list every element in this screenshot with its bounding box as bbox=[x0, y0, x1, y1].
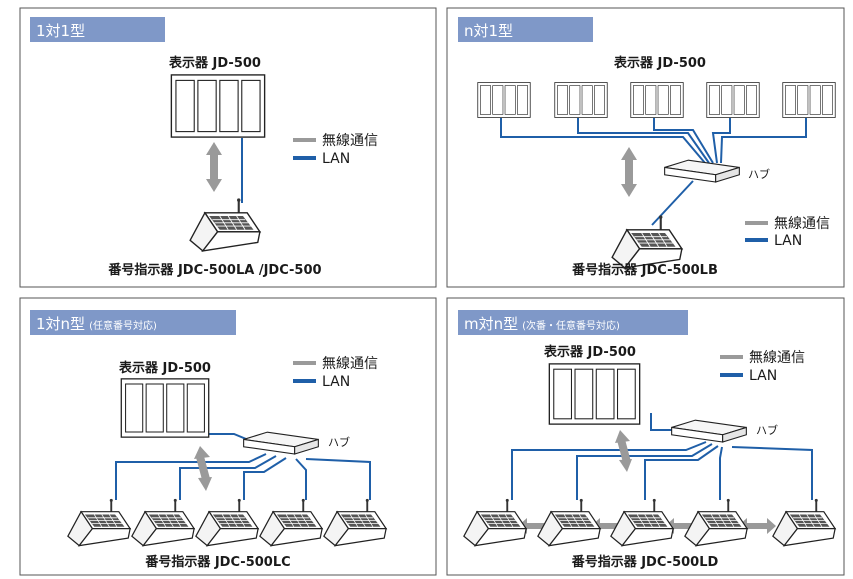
panel-title: 1対n型(任意番号対応) bbox=[36, 315, 157, 333]
display-board bbox=[782, 82, 836, 118]
device-label: 番号指示器 JDC-500LB bbox=[571, 262, 718, 278]
panel-1-to-1: 1対1型 表示器 JD-500 番号指示器 JDC-500LA /JDC-500… bbox=[19, 7, 437, 288]
panel-title-tag bbox=[458, 310, 688, 335]
hub-label: ハブ bbox=[756, 423, 778, 437]
panel-title: n対1型 bbox=[464, 22, 513, 40]
display-board bbox=[120, 378, 210, 438]
panel-m-to-n: m対n型(次番・任意番号対応) 表示器 JD-500 ハブ 番号指示器 JDC bbox=[446, 297, 845, 576]
device-label: 番号指示器 JDC-500LD bbox=[571, 554, 719, 570]
display-board bbox=[170, 74, 266, 138]
legend-wireless-label: 無線通信 bbox=[749, 350, 805, 366]
display-label: 表示器 JD-500 bbox=[118, 360, 211, 376]
display-board bbox=[554, 82, 608, 118]
panel-1-to-n: 1対n型(任意番号対応) 表示器 JD-500 ハブ 番号指示器 JDC-500… bbox=[19, 297, 437, 576]
legend-wireless-label: 無線通信 bbox=[774, 216, 830, 232]
legend-lan-label: LAN bbox=[322, 151, 350, 167]
display-board bbox=[630, 82, 684, 118]
display-label: 表示器 JD-500 bbox=[613, 55, 706, 71]
panel-title: m対n型(次番・任意番号対応) bbox=[464, 315, 620, 333]
legend-lan-label: LAN bbox=[749, 368, 777, 384]
display-board bbox=[477, 82, 531, 118]
device-label: 番号指示器 JDC-500LC bbox=[144, 554, 290, 570]
hub-label: ハブ bbox=[328, 435, 350, 449]
wireless-arrow bbox=[621, 147, 637, 197]
lan-cables bbox=[500, 118, 807, 226]
device-label: 番号指示器 JDC-500LA /JDC-500 bbox=[107, 262, 321, 278]
panel-title-tag bbox=[30, 310, 236, 335]
display-label: 表示器 JD-500 bbox=[543, 344, 636, 360]
display-board bbox=[706, 82, 760, 118]
panel-n-to-1: n対1型 表示器 JD-500 ハブ 番号指示器 JDC-500LB 無線通信 … bbox=[446, 7, 845, 288]
lan-cables bbox=[511, 413, 813, 500]
legend-wireless-label: 無線通信 bbox=[322, 356, 378, 372]
wireless-arrow bbox=[194, 446, 212, 491]
panel-title: 1対1型 bbox=[36, 22, 85, 40]
legend: 無線通信 LAN bbox=[293, 133, 378, 167]
legend-wireless-label: 無線通信 bbox=[322, 133, 378, 149]
display-board bbox=[548, 363, 641, 425]
wireless-arrow bbox=[615, 430, 632, 472]
panel-title-tag bbox=[458, 17, 593, 42]
wireless-arrow bbox=[206, 142, 222, 192]
legend-lan-label: LAN bbox=[774, 233, 802, 249]
hub-label: ハブ bbox=[748, 167, 770, 181]
legend: 無線通信 LAN bbox=[293, 356, 378, 390]
legend-lan-label: LAN bbox=[322, 374, 350, 390]
legend: 無線通信 LAN bbox=[745, 216, 830, 249]
display-label: 表示器 JD-500 bbox=[168, 55, 261, 71]
legend: 無線通信 LAN bbox=[720, 350, 805, 384]
panel-title-tag bbox=[30, 17, 165, 42]
